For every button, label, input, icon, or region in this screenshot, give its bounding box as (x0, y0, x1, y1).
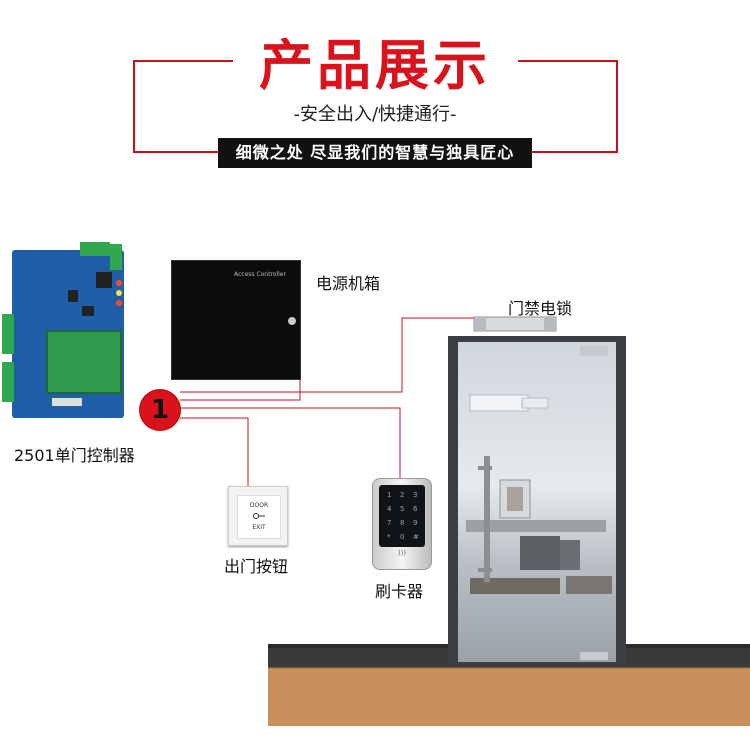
step-badge: 1 (140, 390, 180, 430)
exit-button-top-text: DOOR (249, 502, 269, 509)
reader-key: * (387, 533, 391, 541)
card-reader-label: 刷卡器 (375, 582, 424, 601)
floor (268, 668, 750, 726)
exit-button-label: 出门按钮 (224, 557, 289, 576)
door-handle (484, 456, 490, 582)
page-title: 产品展示 (259, 34, 491, 97)
reader-key: 5 (400, 505, 405, 513)
reader-key: 7 (387, 519, 392, 527)
wire-power (180, 378, 301, 401)
reader-key: 1 (387, 491, 392, 499)
banner-line-right (531, 151, 618, 153)
header-vline-right (616, 60, 618, 152)
controller-board (2, 242, 124, 418)
power-box: Access Controller (171, 260, 301, 380)
door-lock-label: 门禁电锁 (508, 299, 573, 318)
reader-key: 0 (400, 533, 405, 541)
exit-button-device: DOOR EXIT (228, 486, 288, 546)
reader-key: 2 (400, 491, 405, 499)
power-box-label: 电源机箱 (316, 274, 381, 293)
reader-key: 8 (400, 519, 405, 527)
page-subtitle: -安全出入/快捷通行- (293, 104, 457, 125)
door-lock-device (473, 316, 557, 332)
lock-icon (288, 317, 296, 325)
header-vline-left (133, 60, 135, 152)
header-line-right (518, 60, 618, 62)
header-line-left (133, 60, 233, 62)
wire-lock (180, 317, 474, 393)
power-box-print: Access Controller (234, 271, 286, 278)
reader-key: 9 (413, 519, 418, 527)
door-glass (458, 342, 616, 662)
reader-key: 3 (413, 491, 418, 499)
banner-line-left (133, 151, 219, 153)
wire-reader (180, 407, 401, 478)
reader-key: 6 (413, 505, 418, 513)
wire-exit (180, 417, 249, 486)
key-icon (253, 513, 265, 519)
reader-key: 4 (387, 505, 392, 513)
rfid-icon: ))) (397, 549, 407, 557)
slogan-banner: 细微之处 尽显我们的智慧与独具匠心 (218, 138, 532, 168)
exit-button-bottom-text: EXIT (252, 524, 266, 531)
controller-subboard (46, 330, 122, 394)
controller-label: 2501单门控制器 (14, 446, 135, 465)
reader-key: # (413, 533, 419, 541)
